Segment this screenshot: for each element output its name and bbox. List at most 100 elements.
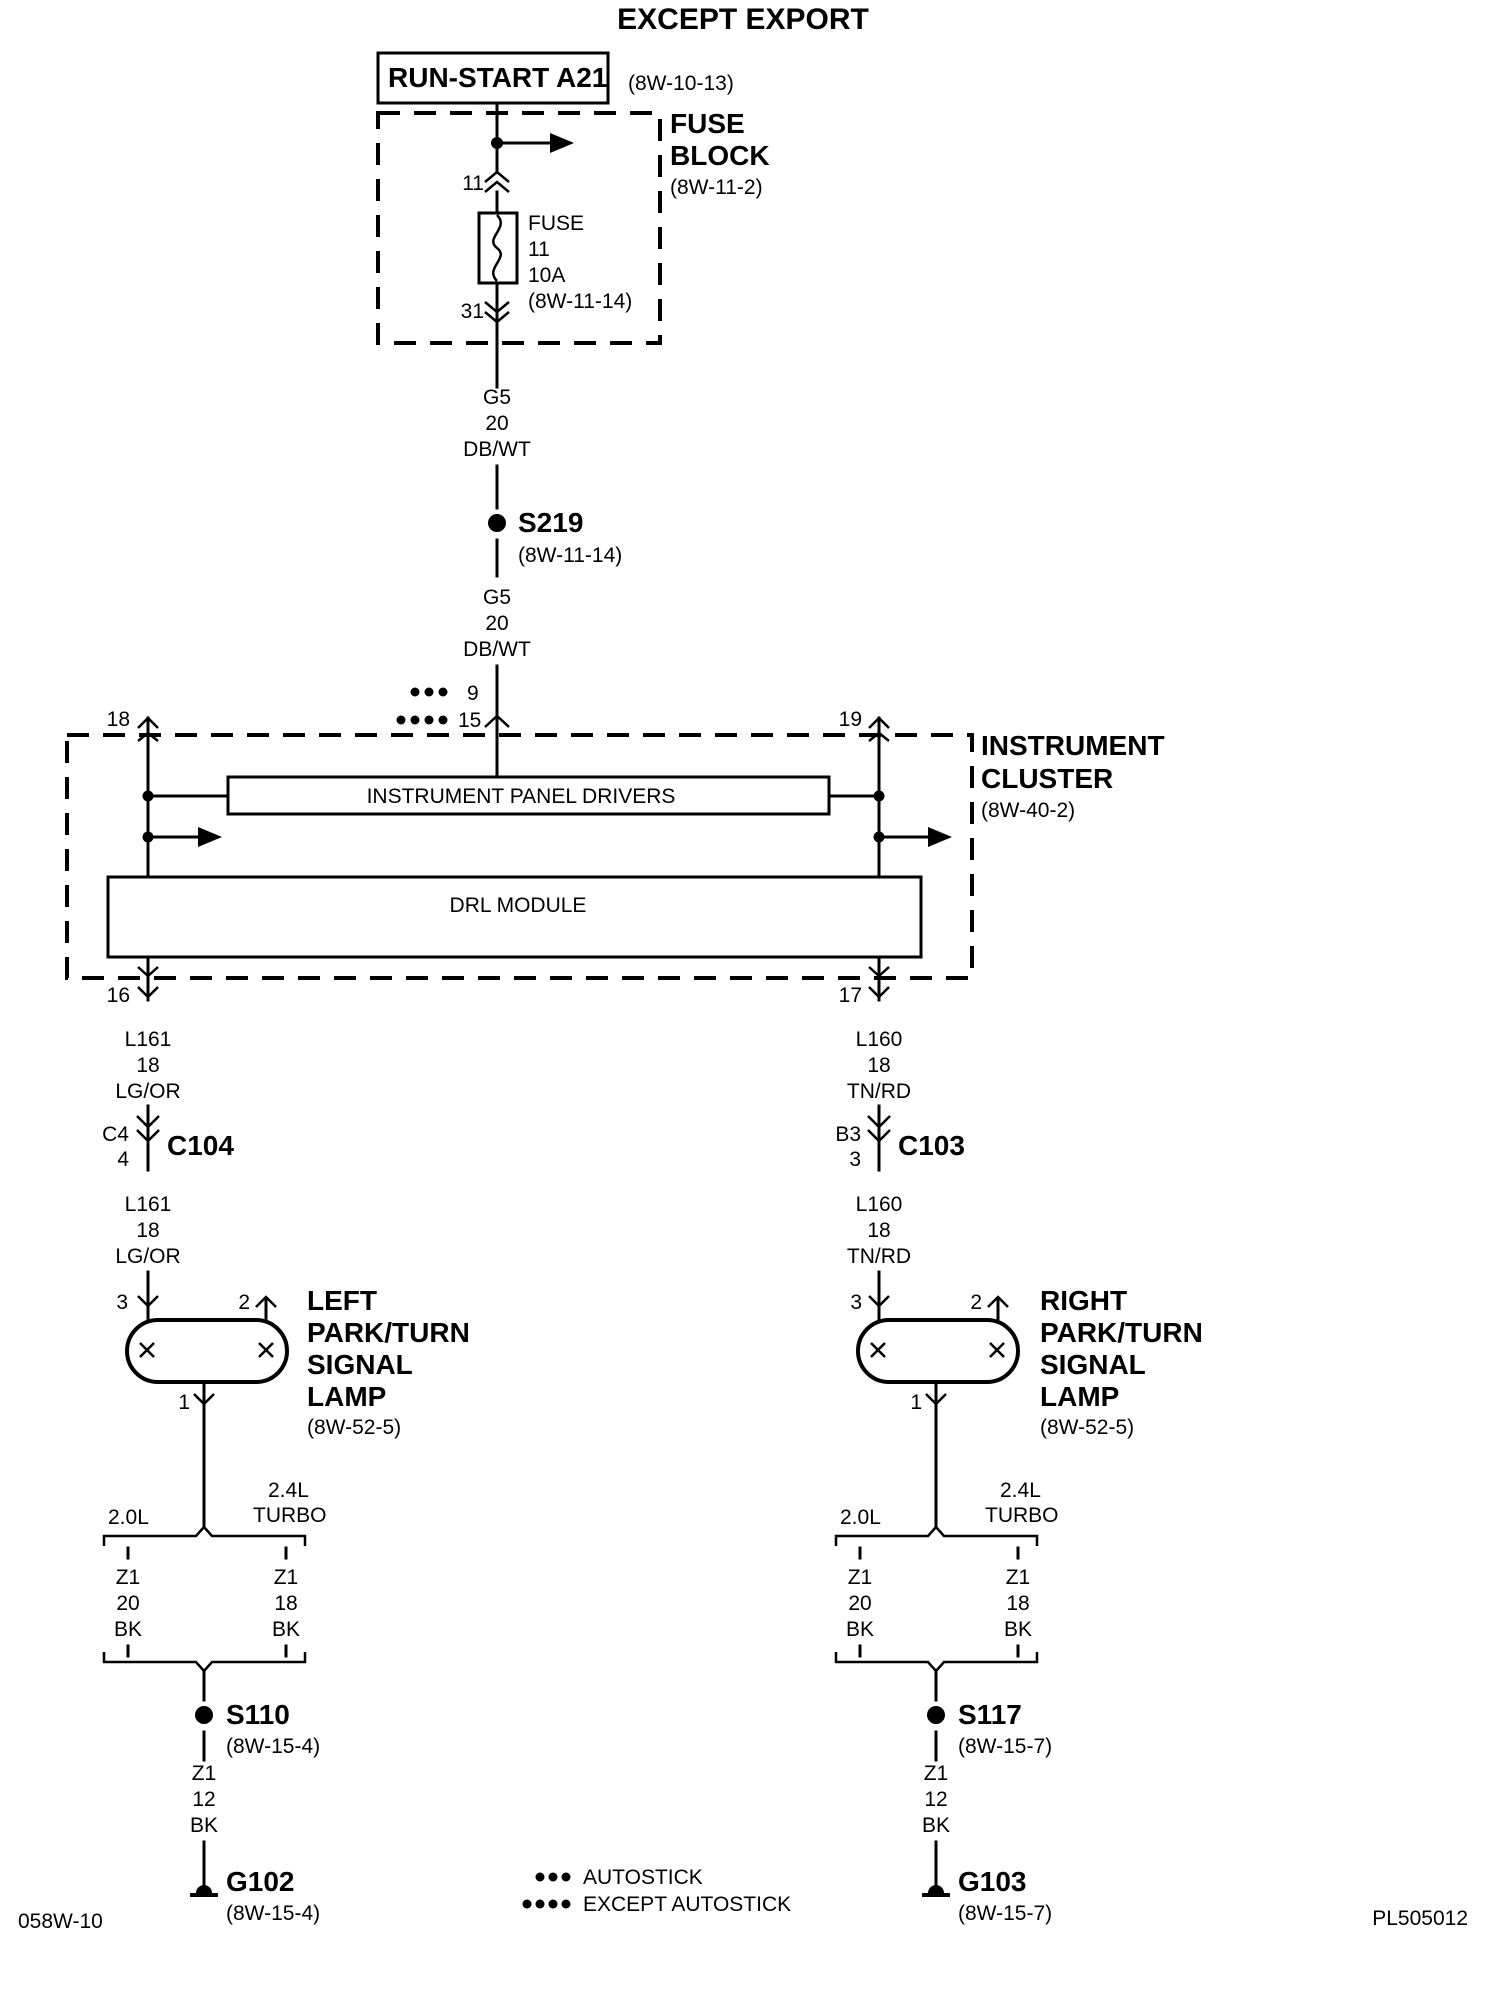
left-lamp-pin-2: 2 <box>238 1291 250 1314</box>
instrument-cluster-title-1: INSTRUMENT <box>981 730 1165 761</box>
c104-pin-a: C4 <box>102 1123 129 1146</box>
run-start-label: RUN-START A21 <box>388 62 607 93</box>
legend-autostick: AUTOSTICK <box>583 1866 703 1889</box>
diagram-title: EXCEPT EXPORT <box>617 3 869 36</box>
fuse-element <box>492 214 502 282</box>
left-wire-lower-color: LG/OR <box>115 1245 180 1268</box>
left-ground-wire-b-circuit: Z1 <box>274 1566 299 1589</box>
instrument-cluster-outline <box>65 733 974 980</box>
legend-autostick-dot-2 <box>548 1872 558 1882</box>
splice-s117-ref: (8W-15-7) <box>958 1735 1052 1758</box>
left-lamp-filament-a <box>139 1342 155 1358</box>
fuse-block-ref: (8W-11-2) <box>670 176 763 199</box>
right-lamp-title-2: PARK/TURN <box>1040 1317 1203 1348</box>
splice-s117-name: S117 <box>958 1699 1022 1730</box>
wire-g5-lower-gauge: 20 <box>485 612 508 635</box>
fuse-label-2: 11 <box>528 238 550 261</box>
wire-g5-upper-gauge: 20 <box>485 412 508 435</box>
legend-autostick-dot-1 <box>535 1872 545 1882</box>
fuse-block-title-2: BLOCK <box>670 140 770 171</box>
left-option-brace-top <box>102 1525 307 1546</box>
run-start-ref: (8W-10-13) <box>628 72 734 95</box>
cluster-pin-18-inner-chevron <box>137 731 159 742</box>
fuse-ref: (8W-11-14) <box>528 290 632 313</box>
legend-except-dot-3 <box>548 1899 558 1909</box>
right-wire-upper-gauge: 18 <box>867 1054 890 1077</box>
legend-dot-a2 <box>424 687 434 697</box>
cluster-pin-16: 16 <box>107 984 130 1007</box>
right-ground-wire-gauge: 12 <box>924 1788 947 1811</box>
left-ground-wire-gauge: 12 <box>192 1788 215 1811</box>
right-lamp-body <box>856 1318 1020 1384</box>
fuse-label-3: 10A <box>528 264 565 287</box>
left-lamp-pin-3: 3 <box>116 1291 128 1314</box>
fuse-block-title-1: FUSE <box>670 108 745 139</box>
ground-g103-name: G103 <box>958 1866 1027 1897</box>
left-option-brace-bottom <box>102 1652 307 1673</box>
right-ground-wire-color: BK <box>922 1814 950 1837</box>
c103-pin-b: 3 <box>849 1148 861 1171</box>
cluster-pin-16-chevron <box>137 986 159 999</box>
instrument-panel-drivers-box <box>226 775 831 816</box>
cluster-left-arrow-head <box>198 827 222 847</box>
wire-g5-upper-circuit: G5 <box>483 386 511 409</box>
splice-s110-name: S110 <box>226 1699 290 1730</box>
cluster-right-arrow-head <box>928 827 952 847</box>
cluster-pin-except-autostick: 15 <box>458 709 481 732</box>
right-lamp-pin-3: 3 <box>850 1291 862 1314</box>
fuse-pin-in: 11 <box>462 172 484 195</box>
right-wire-lower-gauge: 18 <box>867 1219 890 1242</box>
left-lamp-title-1: LEFT <box>307 1285 377 1316</box>
footer-left-code: 058W-10 <box>18 1910 103 1933</box>
right-lamp-filament-b <box>989 1342 1005 1358</box>
cluster-pin-16-inner-chevron <box>137 966 159 978</box>
left-ground-wire-b-color: BK <box>272 1618 300 1641</box>
right-ground-wire-a-circuit: Z1 <box>848 1566 873 1589</box>
drl-module-label: DRL MODULE <box>450 894 587 917</box>
legend-dot-b1 <box>396 715 406 725</box>
drl-module-box <box>106 875 923 959</box>
left-ground-wire-circuit: Z1 <box>192 1762 217 1785</box>
right-lamp-pin-1: 1 <box>910 1391 922 1414</box>
cluster-pin-17-chevron <box>868 986 890 999</box>
ground-g102-symbol <box>196 1885 212 1893</box>
right-ground-wire-a-color: BK <box>846 1618 874 1641</box>
left-wire-upper-circuit: L161 <box>125 1028 172 1051</box>
ground-g102-name: G102 <box>226 1866 295 1897</box>
wire-g5-upper-color: DB/WT <box>463 438 531 461</box>
legend-except-dot-4 <box>561 1899 571 1909</box>
right-lamp-pin-2: 2 <box>970 1291 982 1314</box>
left-ground-wire-b-gauge: 18 <box>274 1592 297 1615</box>
right-lamp-ref: (8W-52-5) <box>1040 1416 1134 1439</box>
splice-s110-dot <box>195 1706 213 1724</box>
right-lamp-filament-a <box>870 1342 886 1358</box>
left-lamp-ref: (8W-52-5) <box>307 1416 401 1439</box>
run-start-box <box>376 51 610 105</box>
right-option-brace-bottom <box>834 1652 1039 1673</box>
right-ground-wire-b-color: BK <box>1004 1618 1032 1641</box>
left-ground-wire-a-gauge: 20 <box>116 1592 139 1615</box>
legend-autostick-dot-3 <box>561 1872 571 1882</box>
right-wire-upper-circuit: L160 <box>856 1028 903 1051</box>
legend-dot-a1 <box>410 687 420 697</box>
left-ground-wire-a-color: BK <box>114 1618 142 1641</box>
cluster-pin-17: 17 <box>839 984 862 1007</box>
c103-chevron <box>867 1115 891 1143</box>
fuse-pin-out: 31 <box>461 300 484 323</box>
right-option-b-2: TURBO <box>985 1504 1059 1527</box>
left-lamp-body <box>125 1318 289 1384</box>
splice-s219-name: S219 <box>518 507 583 538</box>
ground-g103-symbol <box>928 1885 944 1893</box>
right-ground-wire-b-circuit: Z1 <box>1006 1566 1031 1589</box>
right-lamp-title-1: RIGHT <box>1040 1285 1127 1316</box>
footer-right-code: PL505012 <box>1372 1907 1468 1930</box>
ground-g102-ref: (8W-15-4) <box>226 1902 320 1925</box>
c104-name: C104 <box>167 1130 234 1161</box>
wire-g5-lower-circuit: G5 <box>483 586 511 609</box>
cluster-pin-17-inner-chevron <box>868 966 890 978</box>
right-option-a: 2.0L <box>840 1506 881 1529</box>
c103-pin-a: B3 <box>835 1123 861 1146</box>
right-wire-upper-color: TN/RD <box>847 1080 911 1103</box>
bus-arrow-head <box>550 133 574 153</box>
